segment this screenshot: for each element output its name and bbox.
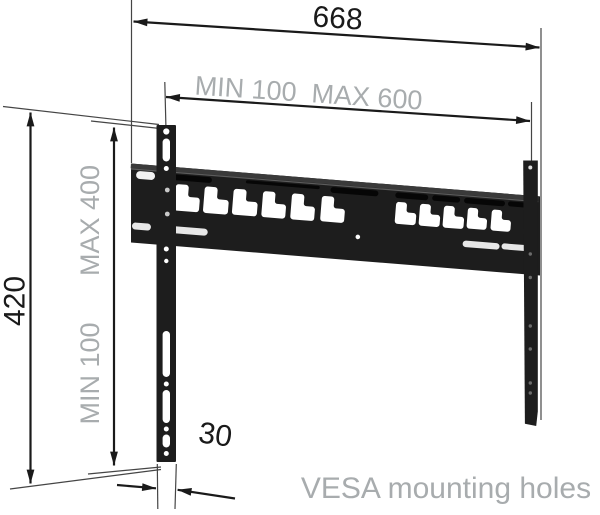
ext-30-left xyxy=(156,463,159,510)
rail-hole xyxy=(163,426,169,432)
ext-left-max600 xyxy=(164,81,167,131)
inner-height-max-label: MAX 400 xyxy=(75,165,105,276)
ext-30-right xyxy=(174,463,177,510)
ext-bottom-420 xyxy=(9,468,162,490)
rail-hole xyxy=(528,391,532,395)
plate-cutout xyxy=(490,209,511,232)
total-width-label: 668 xyxy=(312,0,364,36)
inner-height-min-label: MIN 100 xyxy=(75,322,105,424)
plate-bottom-slot xyxy=(131,222,151,231)
rail-hole xyxy=(164,187,170,193)
rail-slot xyxy=(162,138,170,162)
dim-offset-right-arrow xyxy=(177,488,236,500)
plate-cutout xyxy=(261,191,286,219)
bracket-offset-label: 30 xyxy=(197,416,235,453)
total-height-label: 420 xyxy=(0,276,32,326)
plate-top-slot xyxy=(432,195,461,203)
dim-inner-width-arrow xyxy=(165,94,531,124)
plate-cutout xyxy=(231,188,258,217)
rail-hole xyxy=(164,258,169,264)
right-rail-holes xyxy=(528,165,533,395)
rail-hole xyxy=(163,166,169,171)
plate-top-slot xyxy=(245,180,320,190)
plate-centre-hole xyxy=(355,234,361,240)
plate-cutout xyxy=(174,184,200,213)
plate-top-slot xyxy=(169,174,212,183)
inner-width-label: MIN 100 MAX 600 xyxy=(194,70,424,115)
wall-plate-details xyxy=(130,163,539,252)
plate-top-fold xyxy=(130,163,539,201)
rail-slot xyxy=(162,331,170,377)
ext-top-420 xyxy=(2,105,160,126)
plate-cutout xyxy=(394,201,417,226)
rail-slot xyxy=(162,434,170,448)
plate-cutout xyxy=(290,193,315,221)
rail-hole xyxy=(528,275,532,280)
left-rail-holes xyxy=(162,128,170,456)
plate-top-groove xyxy=(130,168,539,203)
rail-hole xyxy=(164,211,170,217)
plate-top-slot xyxy=(395,192,429,201)
plate-top-slot-open xyxy=(136,171,156,180)
rail-hole xyxy=(528,381,532,385)
plate-cutout xyxy=(466,207,487,230)
plate-bottom-slot xyxy=(462,240,500,250)
ext-top-max400 xyxy=(90,120,161,130)
dim-offset-left-arrow xyxy=(116,483,157,492)
ext-bottom-min100 xyxy=(87,466,162,475)
right-rail-body xyxy=(523,160,538,426)
rail-hole xyxy=(163,128,170,135)
caption-label: VESA mounting holes xyxy=(301,472,591,505)
rail-slot xyxy=(162,390,170,423)
extension-lines xyxy=(2,0,542,510)
left-vesa-rail xyxy=(156,125,176,462)
rail-hole xyxy=(163,451,169,456)
plate-cutout xyxy=(203,186,229,215)
plate-top-slot xyxy=(330,187,379,197)
rail-hole xyxy=(528,324,532,328)
dimension-lines xyxy=(26,18,540,500)
plate-top-slot xyxy=(464,197,505,207)
rail-hole xyxy=(163,246,169,252)
plate-cutout xyxy=(418,203,441,227)
plate-bottom-slot xyxy=(501,243,528,252)
rail-hole xyxy=(528,252,532,256)
right-vesa-rail xyxy=(523,160,538,426)
rail-hole xyxy=(528,165,533,170)
rail-hole xyxy=(163,381,169,387)
dim-total-width-arrow xyxy=(133,18,540,51)
plate-cutout xyxy=(442,205,465,229)
wall-plate xyxy=(130,163,540,276)
left-rail-body xyxy=(156,125,176,462)
plate-cutout xyxy=(320,195,345,223)
rail-hole xyxy=(528,347,532,351)
